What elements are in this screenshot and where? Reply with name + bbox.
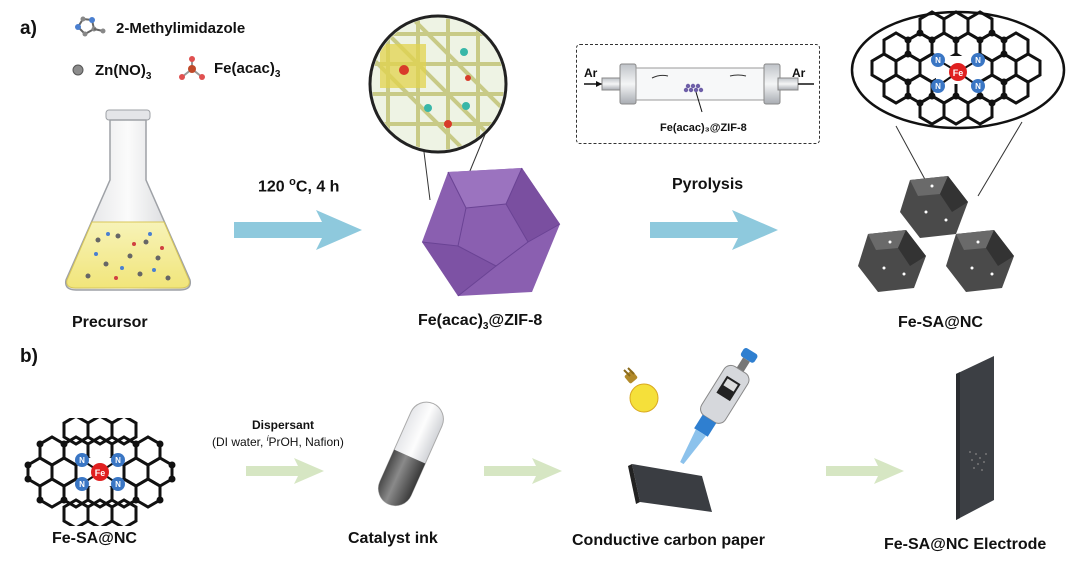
step2-label: Pyrolysis [672, 176, 744, 193]
atom-n-label: N [79, 456, 85, 465]
pipette-coating [623, 348, 758, 512]
product-label: Fe-SA@NC [898, 314, 983, 331]
precursor-label: Precursor [72, 314, 148, 331]
particle-right [946, 230, 1014, 292]
step1-condition: 120 oC, 4 h [258, 176, 340, 196]
legend-iron-label: Fe(acac)3 [214, 60, 281, 80]
fe-sa-nc-graphene: Fe N N N N [24, 418, 176, 526]
fe-acac-icon [179, 56, 205, 80]
fe-sa-zoom-view: Fe N N N N [850, 10, 1066, 197]
tube-furnace [584, 63, 814, 113]
paper-label: Conductive carbon paper [572, 532, 765, 549]
atom-fe-label: Fe [953, 68, 964, 78]
fe-sa-nc-particles [858, 176, 1014, 292]
atom-n-label: N [115, 456, 121, 465]
electrode-sheet [956, 356, 994, 520]
atom-n-label: N [115, 480, 121, 489]
ink-label: Catalyst ink [348, 530, 438, 547]
particle-top [900, 176, 968, 238]
zinc-icon [72, 64, 84, 76]
dispersant-title: Dispersant [252, 418, 315, 432]
zif8-polyhedron [421, 167, 561, 297]
micropipette-icon [680, 348, 758, 465]
legend-ligand [72, 14, 108, 45]
panel-b-label: b) [20, 346, 38, 367]
zif-label: Fe(acac)3@ZIF-8 [418, 312, 543, 333]
atom-fe-label: Fe [95, 468, 106, 478]
atom-n-label: N [79, 480, 85, 489]
legend-zinc-label: Zn(NO)3 [95, 62, 152, 82]
electrode-label: Fe-SA@NC Electrode [884, 536, 1047, 553]
arrow-paper-to-electrode [826, 458, 904, 484]
legend-ligand-label: 2-Methylimidazole [116, 20, 246, 37]
catalyst-ink-vial [377, 401, 444, 507]
arrow-ink-to-paper [484, 458, 562, 484]
arrow-step2 [650, 210, 778, 250]
atom-n-label: N [975, 82, 981, 91]
zif-zoom-view [368, 14, 508, 201]
furnace-inset [576, 44, 820, 144]
methylimidazole-icon [75, 16, 106, 37]
furnace-ar-right: Ar [792, 66, 806, 80]
arrow-step1 [234, 210, 362, 250]
arrow-dispersant [246, 458, 324, 484]
precursor-flask [64, 109, 192, 291]
atom-n-label: N [935, 82, 941, 91]
panel-a-label: a) [20, 18, 37, 39]
furnace-ar-left: Ar [584, 66, 598, 80]
atom-n-label: N [975, 56, 981, 65]
furnace-sample-label: Fe(acac)₃@ZIF-8 [660, 122, 747, 134]
lightbulb-icon [623, 367, 659, 413]
atom-n-label: N [935, 56, 941, 65]
dispersant-detail: (DI water, iPrOH, Nafion) [212, 434, 344, 449]
particle-left [858, 230, 926, 292]
catalyst-label: Fe-SA@NC [52, 530, 137, 547]
